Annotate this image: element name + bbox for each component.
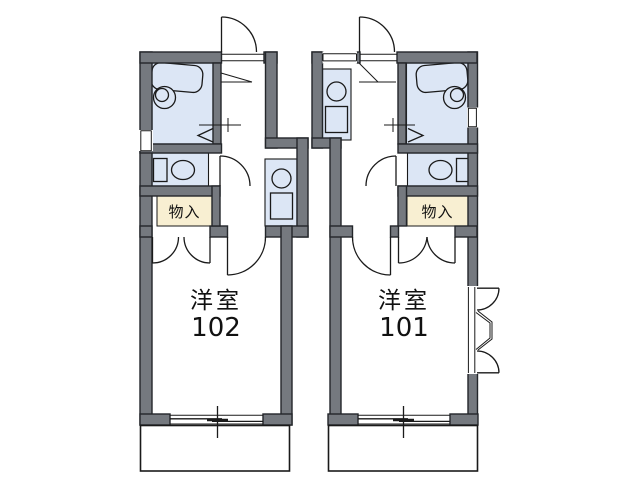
genkan-step-102 (220, 72, 253, 83)
bath-folding-door-101 (384, 118, 425, 143)
toilet-icon (152, 157, 196, 183)
bath-folding-door-102 (196, 118, 241, 143)
room-label-101: 洋室 101 (344, 288, 464, 344)
room-door-101 (351, 236, 392, 276)
closet-101 (406, 195, 469, 227)
room-name-101: 洋室 (378, 288, 430, 314)
small-window-102 (139, 130, 153, 152)
small-window-101 (467, 107, 479, 128)
kitchen-window-101 (322, 51, 357, 64)
kitchen-burner-icon (271, 168, 292, 189)
genkan-step-101 (358, 62, 396, 83)
balcony-102 (139, 424, 291, 472)
toilet-door-101 (365, 155, 397, 187)
closet-doors-101 (397, 236, 456, 264)
room-door-102 (226, 236, 267, 276)
walls-101 (311, 51, 479, 426)
kitchen-sink-icon (269, 192, 294, 220)
room-label-102: 洋室 102 (156, 288, 276, 344)
closet-label-101: 物入 (421, 202, 454, 221)
closet-doors-102 (151, 236, 211, 264)
room-number-101: 101 (379, 313, 429, 344)
balcony-101 (327, 424, 479, 472)
casement-window-101 (467, 286, 500, 374)
toilet-door-102 (219, 155, 251, 187)
sliding-window-101 (358, 406, 450, 438)
washbasin-icon (152, 85, 177, 110)
kitchen-burner-icon (326, 81, 347, 102)
entrance-door-101 (358, 16, 397, 62)
sliding-window-102 (170, 406, 263, 438)
unit-102 (139, 16, 309, 472)
washbasin-icon (442, 85, 467, 110)
kitchen-sink-icon (324, 105, 349, 134)
entrance-door-102 (220, 16, 264, 62)
room-name-102: 洋室 (190, 288, 242, 314)
room-number-102: 102 (191, 313, 241, 344)
unit-101 (311, 16, 500, 472)
closet-label-102: 物入 (168, 202, 201, 221)
